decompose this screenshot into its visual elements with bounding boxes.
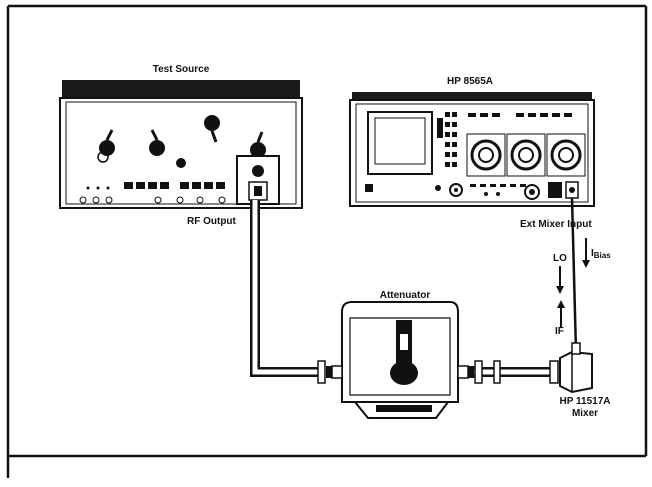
spectrum-analyzer: [349, 92, 595, 207]
analyzer-dial-1: [466, 133, 506, 177]
hp-8565a-label: HP 8565A: [447, 76, 493, 87]
lo-arrow: [556, 266, 564, 294]
analyzer-power-switch: [365, 184, 373, 192]
analyzer-crt: [367, 111, 433, 175]
ibias-label: IBias: [591, 248, 611, 261]
hp-11517a-mixer: [549, 342, 593, 394]
ext-mixer-input-label: Ext Mixer Input: [520, 219, 592, 230]
analyzer-bottom-buttons: [470, 184, 526, 196]
source-knob-3: [204, 115, 220, 143]
analyzer-dial-2: [506, 133, 546, 177]
analyzer-bottom-knob: [449, 183, 463, 197]
test-source-instrument: [59, 80, 303, 209]
source-knob-2: [149, 129, 165, 156]
ext-mixer-input-port: [548, 181, 579, 199]
rf-output-panel: [236, 155, 280, 205]
mixer-model-label: HP 11517A: [559, 396, 611, 407]
analyzer-small-knob: [435, 185, 441, 191]
attenuator: [317, 301, 501, 419]
attenuator-label: Attenuator: [379, 290, 431, 301]
analyzer-dial-3: [546, 133, 586, 177]
if-arrow: [557, 300, 565, 328]
source-button-row: [124, 182, 225, 189]
source-indicators: [86, 186, 110, 190]
source-knob-4: [250, 131, 266, 158]
source-small-dial: [97, 151, 109, 163]
frame: [6, 4, 648, 478]
analyzer-top-button-row: [468, 113, 572, 117]
if-label: IF: [555, 326, 564, 337]
attenuator-input-connector: [317, 360, 343, 384]
lo-label: LO: [553, 253, 567, 264]
attenuator-output-connector: [457, 360, 483, 384]
analyzer-crt-control: [437, 118, 443, 138]
ibias-arrow: [582, 238, 590, 268]
analyzer-keypad: [445, 112, 457, 167]
source-dial: [176, 158, 186, 168]
test-source-label: Test Source: [152, 64, 210, 75]
ibias-subscript: Bias: [593, 251, 611, 260]
rf-coax-cable: [250, 200, 322, 377]
mixer-word-label: Mixer: [571, 408, 599, 419]
analyzer-tune-knob: [524, 184, 540, 200]
rf-output-label: RF Output: [187, 216, 236, 227]
if-lo-cable: [570, 197, 578, 353]
source-jacks: [79, 196, 226, 204]
cable-ferrule: [493, 360, 501, 384]
ibias-main-text: I: [591, 248, 594, 259]
